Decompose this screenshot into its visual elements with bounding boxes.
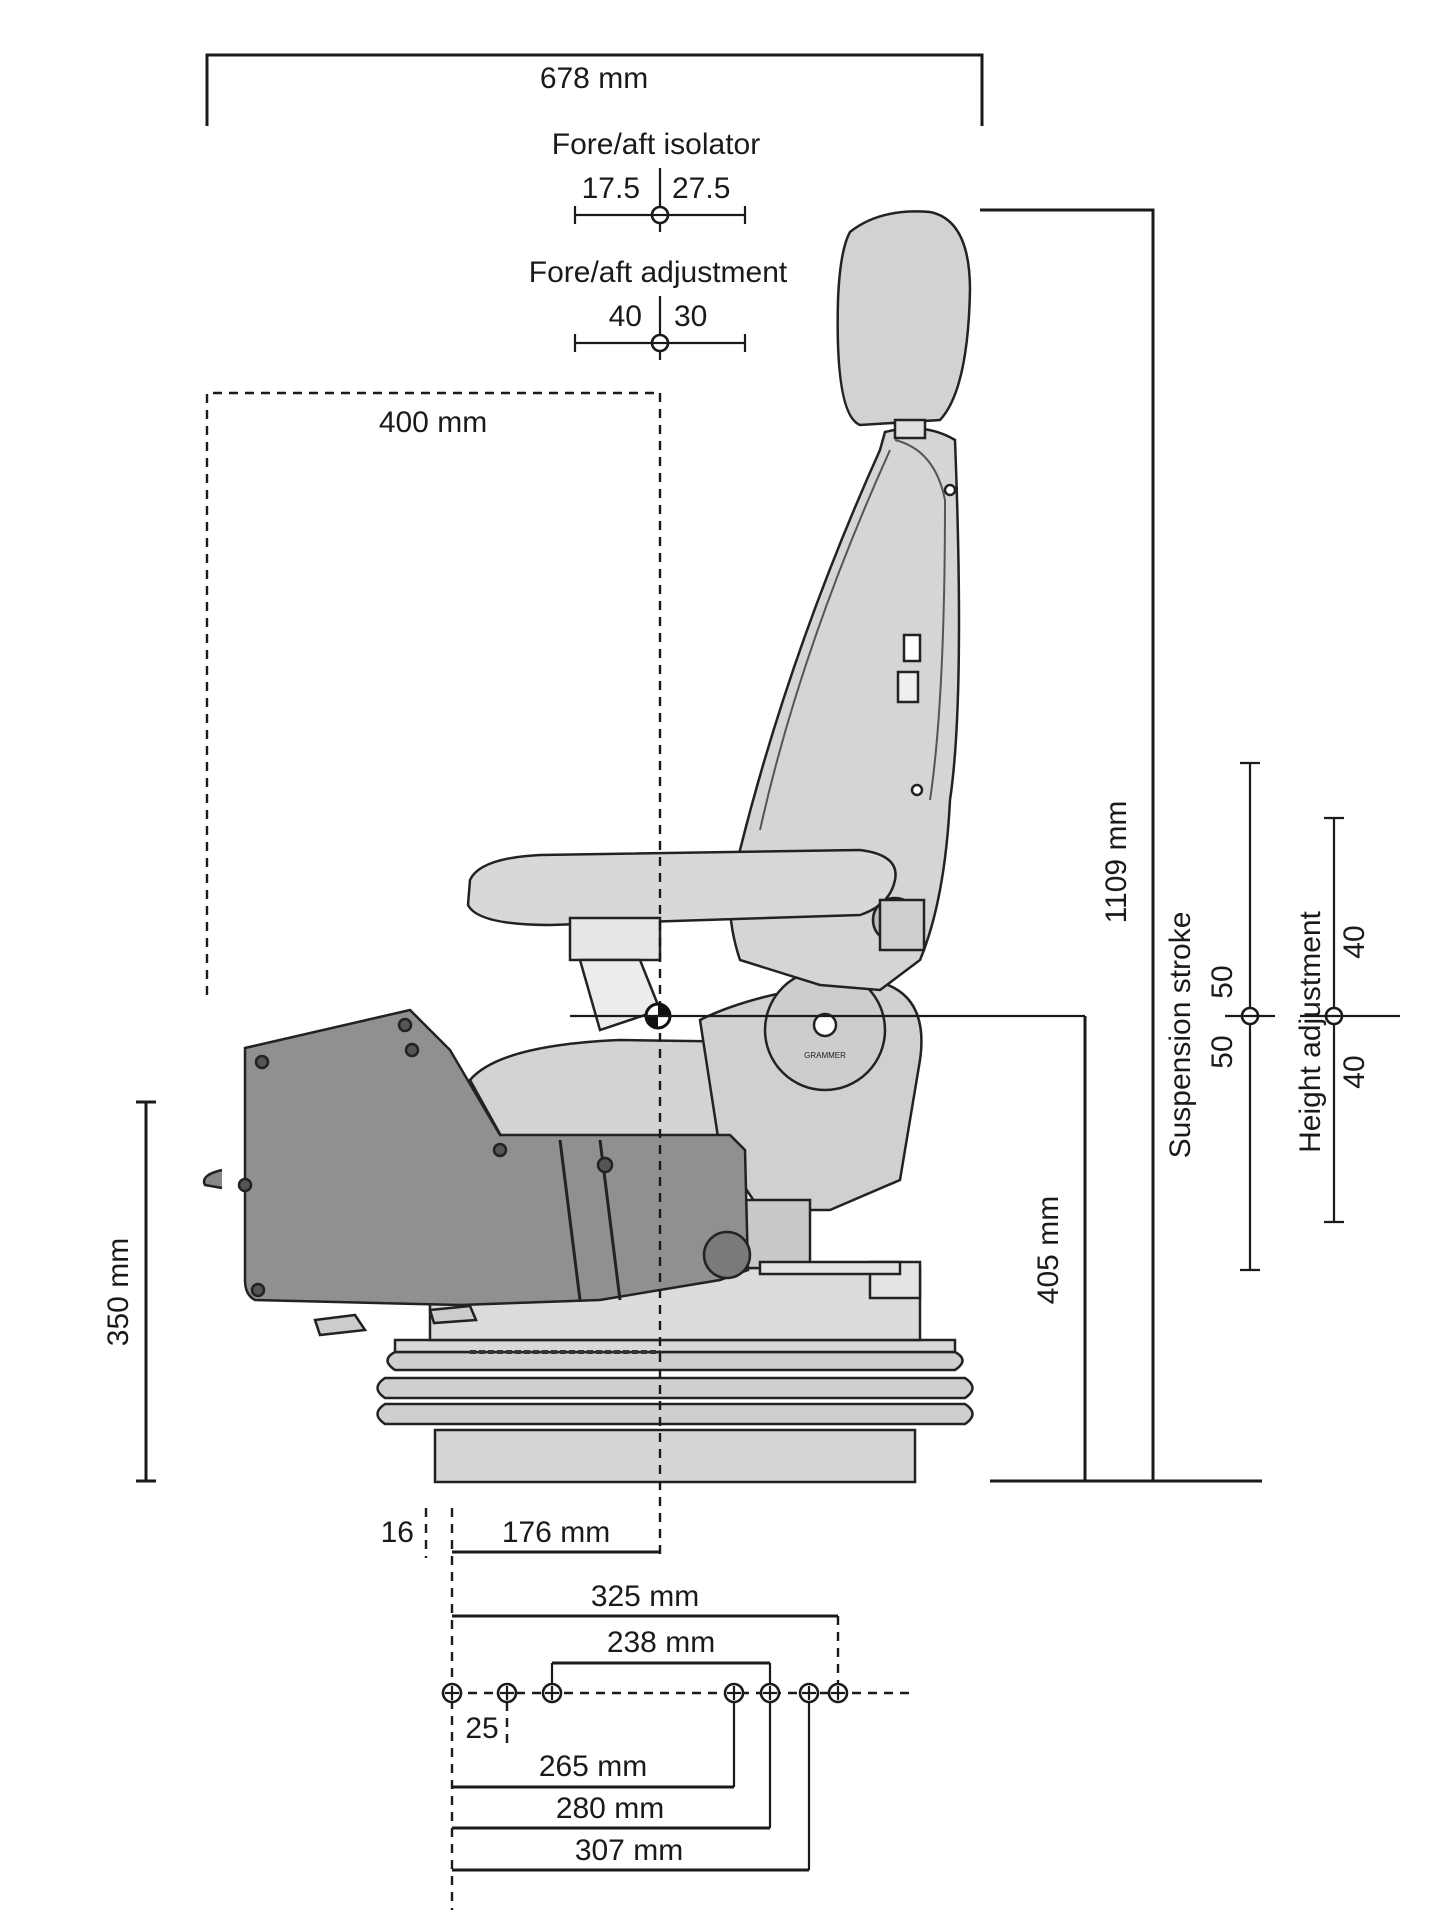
label-height-up: 40 — [1338, 925, 1371, 958]
label-suspension-down: 50 — [1206, 1035, 1239, 1068]
dimension-fore-aft-isolator: Fore/aft isolator 17.5 27.5 — [552, 128, 760, 232]
dimension-suspension-stroke: Suspension stroke 50 50 — [1164, 761, 1275, 1272]
label-fore-aft-adjustment: Fore/aft adjustment — [529, 256, 788, 289]
control-console — [202, 1008, 752, 1337]
label-suspension-stroke: Suspension stroke — [1164, 912, 1197, 1159]
dimension-mount-265: 265 mm — [452, 1702, 736, 1789]
label-base-height: 350 mm — [102, 1238, 135, 1346]
label-adjustment-left: 40 — [609, 300, 642, 333]
suspension-base — [376, 1260, 974, 1484]
dimension-overall-height: 1109 mm — [980, 208, 1262, 1483]
label-offset-176: 176 mm — [502, 1516, 610, 1549]
label-depth-400: 400 mm — [379, 406, 487, 439]
label-isolator-right: 27.5 — [672, 172, 730, 205]
logo-text: GRAMMER — [804, 1051, 846, 1060]
reference-point — [570, 1002, 1085, 1030]
label-overall-height: 1109 mm — [1100, 801, 1133, 924]
label-height-down: 40 — [1338, 1055, 1371, 1088]
label-offset-25: 25 — [465, 1712, 498, 1745]
backrest — [728, 427, 961, 992]
label-mount-265: 265 mm — [539, 1750, 647, 1783]
dimension-mount-307: 307 mm — [452, 1702, 811, 1872]
headrest — [836, 210, 972, 440]
dimension-base-height: 350 mm — [102, 1100, 156, 1483]
dimension-depth-400: 400 mm — [205, 391, 662, 1555]
label-mount-325: 325 mm — [591, 1580, 699, 1613]
label-adjustment-right: 30 — [674, 300, 707, 333]
dimension-fore-aft-adjustment: Fore/aft adjustment 40 30 — [529, 256, 788, 360]
label-height-adjustment: Height adjustment — [1294, 910, 1327, 1152]
label-pivot-height: 405 mm — [1032, 1196, 1065, 1304]
label-mount-307: 307 mm — [575, 1834, 683, 1867]
dimension-mount-238: 238 mm — [550, 1626, 772, 1684]
label-overall-width: 678 mm — [540, 62, 648, 95]
dimension-offset-25: 25 — [465, 1702, 509, 1745]
label-suspension-up: 50 — [1206, 965, 1239, 998]
dimension-offset-176: 16 176 mm — [381, 1508, 660, 1910]
label-isolator-left: 17.5 — [582, 172, 640, 205]
label-offset-16: 16 — [381, 1516, 414, 1549]
label-fore-aft-isolator: Fore/aft isolator — [552, 128, 760, 161]
dimension-mount-325: 325 mm — [452, 1580, 840, 1684]
armrest — [466, 848, 926, 1032]
dimension-height-adjustment: Height adjustment 40 40 — [1294, 816, 1400, 1224]
mounting-hole-row — [441, 1682, 910, 1704]
dimension-overall-width: 678 mm — [205, 53, 984, 126]
dimension-pivot-height: 405 mm — [1032, 1016, 1087, 1481]
dimension-mount-280: 280 mm — [452, 1702, 772, 1830]
seat-illustration: GRAMMER — [202, 210, 974, 1484]
label-mount-238: 238 mm — [607, 1626, 715, 1659]
label-mount-280: 280 mm — [556, 1792, 664, 1825]
